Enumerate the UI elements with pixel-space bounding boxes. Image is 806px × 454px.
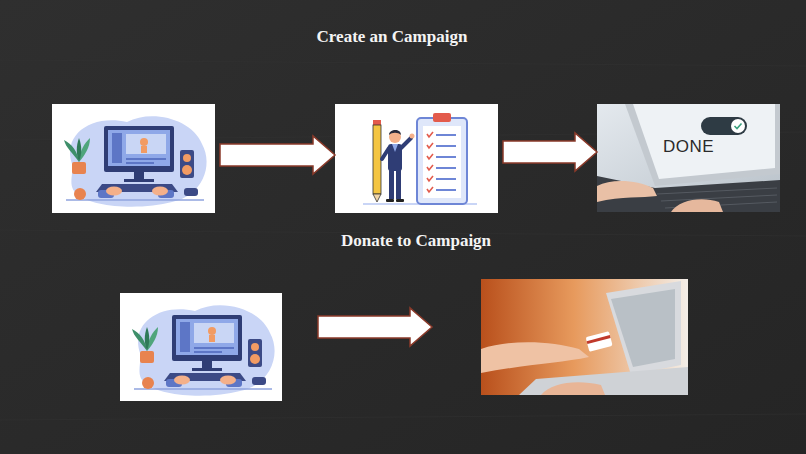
checklist-picture: [427, 154, 433, 159]
payment-photo: [481, 342, 589, 373]
flow-arrow: [220, 136, 335, 174]
checklist-picture: [396, 170, 401, 199]
checklist-picture: [436, 134, 456, 136]
done-photo: [731, 119, 745, 133]
checklist-picture: [433, 113, 451, 122]
checklist-picture: [373, 120, 381, 125]
checklist-picture: [427, 187, 433, 192]
design-picture: [120, 293, 282, 401]
checklist-picture: [436, 134, 456, 191]
checklist-picture: [436, 189, 456, 191]
checklist-picture: [410, 134, 415, 139]
screen-text: DONE: [663, 137, 714, 157]
done-photo: [597, 104, 780, 212]
done-photo: [735, 124, 742, 129]
flow-arrow: [318, 308, 432, 346]
payment-photo: [481, 279, 688, 395]
picture-box: [481, 279, 688, 395]
done-photo: [597, 181, 657, 202]
flow-arrow: [503, 133, 597, 171]
payment-photo: [541, 382, 605, 395]
checklist-picture: [386, 199, 394, 202]
done-photo: [597, 104, 780, 212]
payment-photo: [586, 331, 613, 352]
checklist-picture: [436, 145, 456, 147]
payment-photo: [519, 367, 688, 395]
background-texture: [0, 60, 806, 66]
background-texture: [0, 414, 806, 420]
done-photo: [671, 199, 723, 212]
design-picture: [52, 104, 215, 213]
checklist-picture: [436, 156, 456, 158]
background-texture: [0, 60, 806, 420]
checklist-picture: [417, 118, 467, 204]
checklist-picture: [335, 104, 498, 213]
checklist-picture: [389, 170, 394, 199]
done-photo: [701, 117, 747, 135]
checklist-picture: [392, 144, 398, 152]
checklist-picture: [427, 176, 433, 181]
design-picture: [132, 305, 275, 395]
checklist-picture: [382, 148, 389, 159]
checklist-picture: [401, 138, 411, 148]
checklist-picture: [396, 199, 404, 202]
checklist-picture: [373, 194, 381, 202]
design-picture: [120, 293, 282, 401]
payment-photo: [586, 331, 613, 352]
picture-box: [335, 104, 498, 213]
picture-box: [120, 293, 282, 401]
checklist-picture: [427, 143, 433, 148]
design-picture: [64, 116, 207, 206]
checklist-picture: [389, 130, 401, 135]
done-photo: [633, 104, 775, 179]
checklist-picture: [373, 125, 381, 194]
payment-photo: [587, 335, 611, 344]
picture-box: [52, 104, 215, 213]
picture-box: DONE: [597, 104, 780, 212]
checklist-picture: [427, 132, 433, 137]
done-photo: [661, 195, 777, 201]
done-photo: [657, 188, 777, 194]
checklist-picture: [389, 131, 401, 143]
checklist-picture: [423, 126, 461, 198]
design-picture: [52, 104, 215, 213]
payment-photo: [606, 281, 681, 375]
checklist-picture: [436, 167, 456, 169]
section-heading: Create an Campaign: [317, 27, 468, 47]
checklist-picture: [427, 132, 433, 192]
done-photo: [625, 104, 780, 186]
payment-photo: [611, 289, 675, 367]
checklist-picture: [335, 104, 498, 213]
section-heading: Donate to Campaign: [341, 231, 491, 251]
checklist-picture: [427, 165, 433, 170]
payment-photo: [481, 279, 688, 395]
done-photo: [597, 176, 780, 212]
checklist-picture: [436, 178, 456, 180]
